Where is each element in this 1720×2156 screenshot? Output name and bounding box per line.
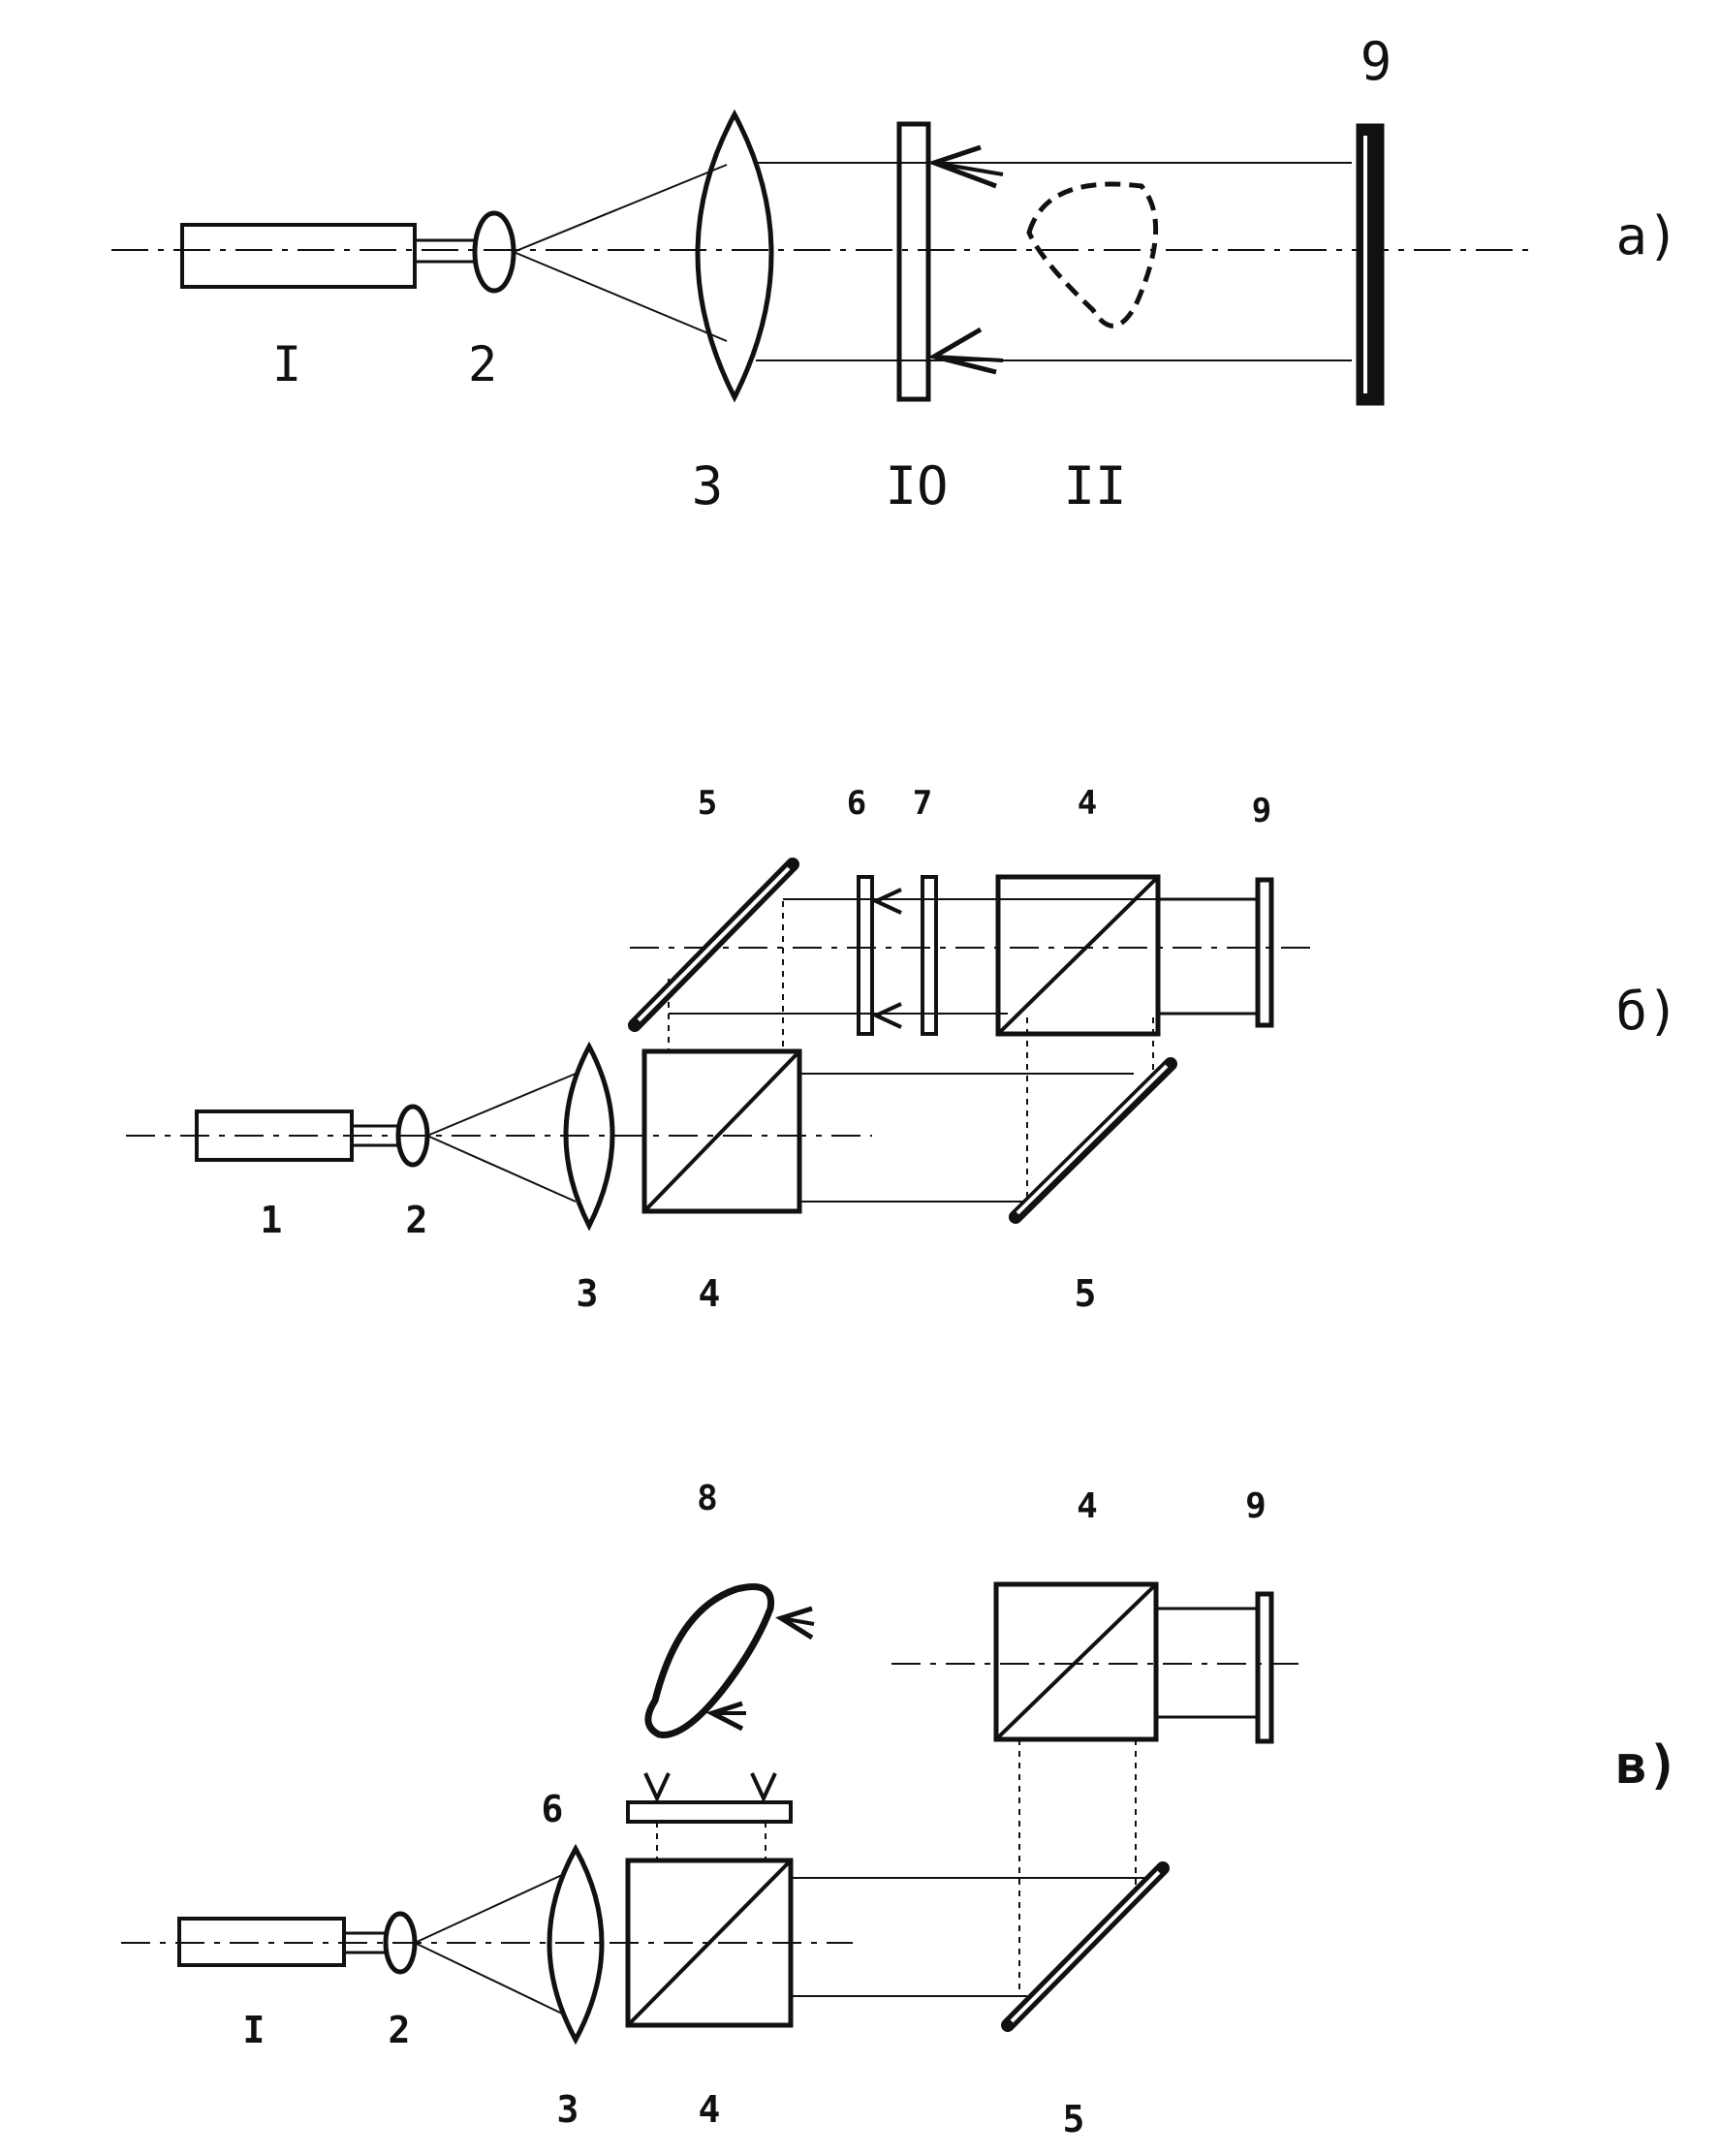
label-small-lens-a: 2 bbox=[468, 336, 497, 392]
arrow-icon bbox=[643, 1772, 671, 1803]
arrow-icon bbox=[927, 327, 997, 375]
label-plate-a: IO bbox=[885, 455, 948, 516]
small-lens-a bbox=[472, 210, 516, 294]
object-outline-a bbox=[1026, 181, 1159, 328]
label-cube-top-c: 4 bbox=[1077, 1486, 1098, 1526]
big-lens-c bbox=[547, 1843, 605, 2046]
hologram-plate-a bbox=[896, 121, 931, 402]
hologram-plate-b bbox=[857, 875, 874, 1036]
label-plate-7-b: 7 bbox=[913, 784, 932, 823]
label-cube-top-b: 4 bbox=[1078, 784, 1097, 823]
hologram-plate-c bbox=[626, 1800, 793, 1824]
big-lens-a bbox=[695, 109, 774, 403]
label-cube-bottom-b: 4 bbox=[699, 1272, 721, 1315]
label-laser-a: I bbox=[272, 336, 301, 392]
label-small-lens-c: 2 bbox=[389, 2009, 411, 2051]
panel-tag-c: в) bbox=[1615, 1734, 1678, 1796]
beam-splitter-cube-c-bottom bbox=[625, 1858, 794, 2028]
panel-a: I 2 3 IO II 9 a) bbox=[111, 31, 1679, 516]
laser-b bbox=[195, 1109, 354, 1162]
beam-splitter-cube-b-bottom bbox=[641, 1048, 802, 1214]
screen-a bbox=[1356, 123, 1385, 406]
arrow-icon bbox=[871, 888, 902, 915]
beam-splitter-cube-b-top bbox=[995, 874, 1161, 1037]
label-object-c: 8 bbox=[697, 1479, 718, 1518]
screen-c bbox=[1255, 1591, 1274, 1744]
label-big-lens-b: 3 bbox=[577, 1272, 599, 1315]
label-cube-bottom-c: 4 bbox=[699, 2088, 721, 2131]
beam-splitter-cube-c-top bbox=[993, 1581, 1159, 1742]
label-big-lens-a: 3 bbox=[692, 455, 724, 516]
label-big-lens-c: 3 bbox=[557, 2088, 579, 2131]
laser-c bbox=[177, 1917, 346, 1967]
object-c bbox=[644, 1583, 775, 1738]
label-mirror-c: 5 bbox=[1063, 2098, 1085, 2140]
label-laser-b: 1 bbox=[261, 1199, 283, 1241]
arrow-icon bbox=[871, 1002, 902, 1029]
panel-tag-b: б) bbox=[1615, 981, 1678, 1042]
label-plate-c: 6 bbox=[542, 1788, 564, 1830]
panel-c: I 2 3 4 5 6 8 4 9 в) bbox=[121, 1479, 1679, 2140]
plate-7-b bbox=[921, 875, 938, 1036]
arrow-icon bbox=[750, 1772, 777, 1803]
label-object-a: II bbox=[1063, 455, 1126, 516]
label-screen-c: 9 bbox=[1245, 1486, 1267, 1526]
label-plate-6-b: 6 bbox=[847, 784, 866, 823]
arrow-icon bbox=[705, 1701, 744, 1732]
big-lens-b bbox=[563, 1041, 615, 1232]
label-laser-c: I bbox=[243, 2009, 266, 2051]
panel-tag-a: a) bbox=[1615, 205, 1678, 266]
label-mirror-top-b: 5 bbox=[698, 784, 717, 823]
label-screen-b: 9 bbox=[1252, 792, 1271, 830]
label-small-lens-b: 2 bbox=[406, 1199, 428, 1241]
screen-b bbox=[1255, 877, 1274, 1028]
label-screen-a: 9 bbox=[1360, 31, 1392, 92]
panel-b: 1 2 3 4 5 5 6 7 4 9 б) bbox=[126, 784, 1679, 1315]
label-mirror-bottom-b: 5 bbox=[1075, 1272, 1097, 1315]
laser-a bbox=[180, 223, 417, 289]
